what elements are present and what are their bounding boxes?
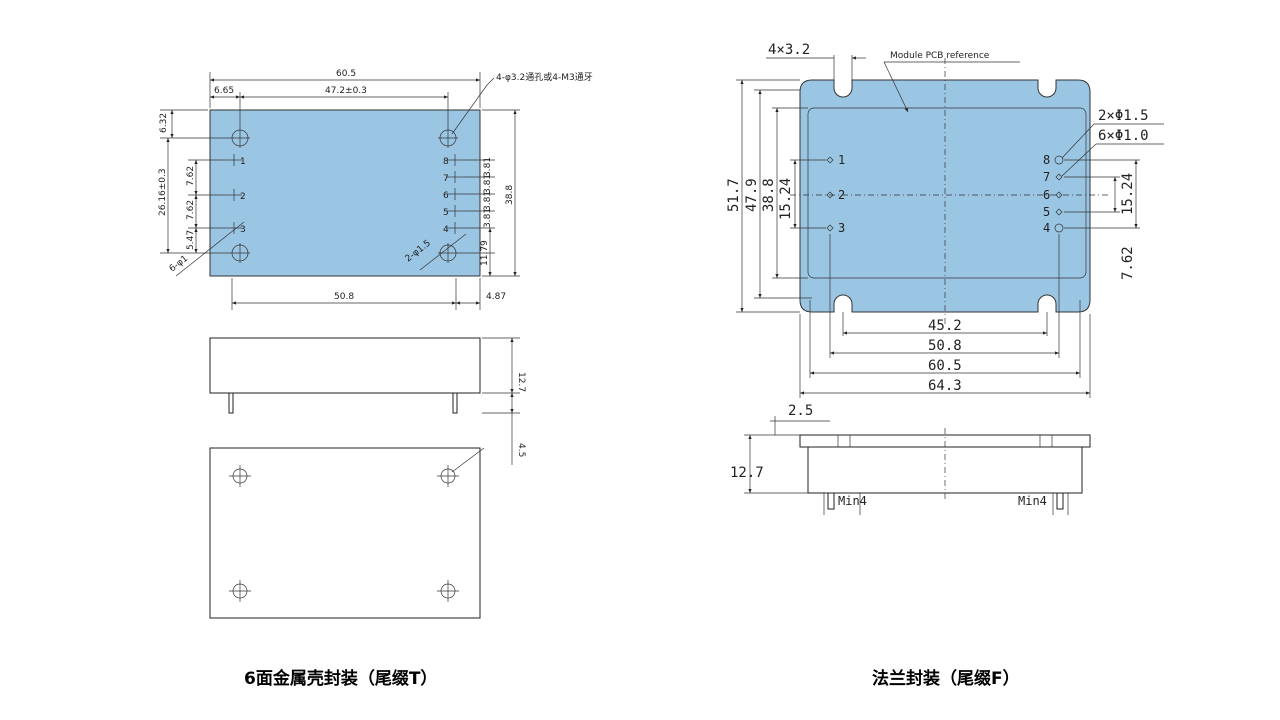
flange-pin-label-1: 1 — [838, 153, 845, 167]
dim-50-8: 50.8 — [928, 338, 962, 354]
flange-pin-label-4: 4 — [1043, 221, 1050, 235]
left-dimension-lines — [160, 72, 520, 310]
caption-left: 6面金属壳封装（尾缀T） — [244, 669, 438, 689]
flange-small-pin-callout: 6×Φ1.0 — [1098, 128, 1149, 144]
left-mounting-holes — [230, 128, 458, 263]
dim-47-9: 47.9 — [744, 178, 760, 212]
flange-pin-label-3: 3 — [838, 221, 845, 235]
pcb-reference-label: Module PCB reference — [890, 51, 990, 61]
small-pin-callout: 6-φ1 — [168, 254, 190, 275]
flange-pin-label-5: 5 — [1043, 205, 1050, 219]
dim-15-24-left: 15.24 — [778, 178, 794, 220]
right-pin-label-5: 5 — [443, 208, 449, 218]
dim-pin-pitch-b: 7.62 — [186, 200, 196, 220]
left-bottom-holes — [229, 447, 485, 602]
dim-pin-span: 50.8 — [334, 292, 354, 302]
dim-bottom-right-offset: 11.79 — [480, 240, 490, 266]
dim-38-8: 38.8 — [761, 178, 777, 212]
dim-right-edge-offset: 4.87 — [486, 292, 506, 302]
left-pin-label-1: 1 — [240, 157, 246, 167]
dim-left-offset: 6.65 — [214, 86, 234, 96]
flange-plate — [799, 79, 1091, 313]
flange-side-pins — [827, 492, 1064, 510]
left-module-body — [209, 109, 481, 277]
dim-right-pitch-4: 3.81 — [483, 208, 493, 228]
flange-pin-label-6: 6 — [1043, 188, 1050, 202]
dim-51-7: 51.7 — [726, 178, 742, 212]
right-side-view: 2.5 12.7 Min4 Min4 — [730, 403, 1091, 515]
hole-callout: 4-φ3.2通孔或4-M3通牙 — [496, 71, 593, 83]
dim-pin-pitch-a: 7.62 — [186, 166, 196, 186]
dim-60-5: 60.5 — [928, 358, 962, 374]
dim-side-pin-length: 4.5 — [516, 443, 526, 457]
dim-top-offset: 6.32 — [159, 113, 169, 133]
left-side-view: 12.7 4.5 — [209, 337, 526, 465]
left-bottom-view — [209, 447, 485, 619]
flange-pin-label-7: 7 — [1043, 170, 1050, 184]
left-bottom-body — [209, 447, 481, 619]
dim-left-vertical-span: 26.16±0.3 — [158, 168, 168, 216]
left-pin-label-3: 3 — [240, 225, 246, 235]
dim-45-2: 45.2 — [928, 318, 962, 334]
flange-pin-label-2: 2 — [838, 188, 845, 202]
left-pin-label-2: 2 — [240, 192, 246, 202]
right-top-view: 1 2 3 8 7 6 5 4 — [726, 42, 1164, 398]
dim-overall-height: 38.8 — [505, 185, 515, 205]
right-pin-label-8: 8 — [443, 157, 449, 167]
dim-right-pitch-2: 3.81 — [483, 174, 493, 194]
caption-right: 法兰封装（尾缀F） — [872, 669, 1020, 689]
flange-large-pin-callout: 2×Φ1.5 — [1098, 108, 1149, 124]
left-top-view: 1 2 3 8 7 6 5 4 — [158, 69, 593, 310]
dim-64-3: 64.3 — [928, 378, 962, 394]
left-side-body — [209, 337, 481, 394]
pin-min-right: Min4 — [1018, 494, 1047, 508]
dim-right-pitch-1: 3.81 — [483, 157, 493, 177]
pin-min-left: Min4 — [838, 494, 867, 508]
slot-label: 4×3.2 — [768, 42, 810, 58]
left-pin-markers — [226, 154, 463, 234]
dim-overall-width: 60.5 — [336, 69, 356, 79]
right-pin-label-6: 6 — [443, 191, 449, 201]
module-pcb-outline — [807, 107, 1087, 279]
dim-flange-body-height: 12.7 — [730, 465, 764, 481]
flange-pin-markers — [826, 155, 1064, 233]
dim-7-62: 7.62 — [1120, 246, 1136, 280]
dim-flange-thickness: 2.5 — [788, 403, 813, 419]
flange-dimension-lines — [736, 55, 1164, 398]
dim-side-body-height: 12.7 — [516, 372, 526, 392]
left-side-pins — [228, 392, 458, 414]
dim-hole-span: 47.2±0.3 — [325, 86, 367, 96]
dim-bottom-pin-offset: 5.47 — [186, 230, 196, 250]
right-pin-label-4: 4 — [443, 225, 449, 235]
dim-right-pitch-3: 3.81 — [483, 191, 493, 211]
flange-pin-label-8: 8 — [1043, 153, 1050, 167]
right-pin-label-7: 7 — [443, 174, 449, 184]
dim-15-24-right: 15.24 — [1120, 173, 1136, 215]
